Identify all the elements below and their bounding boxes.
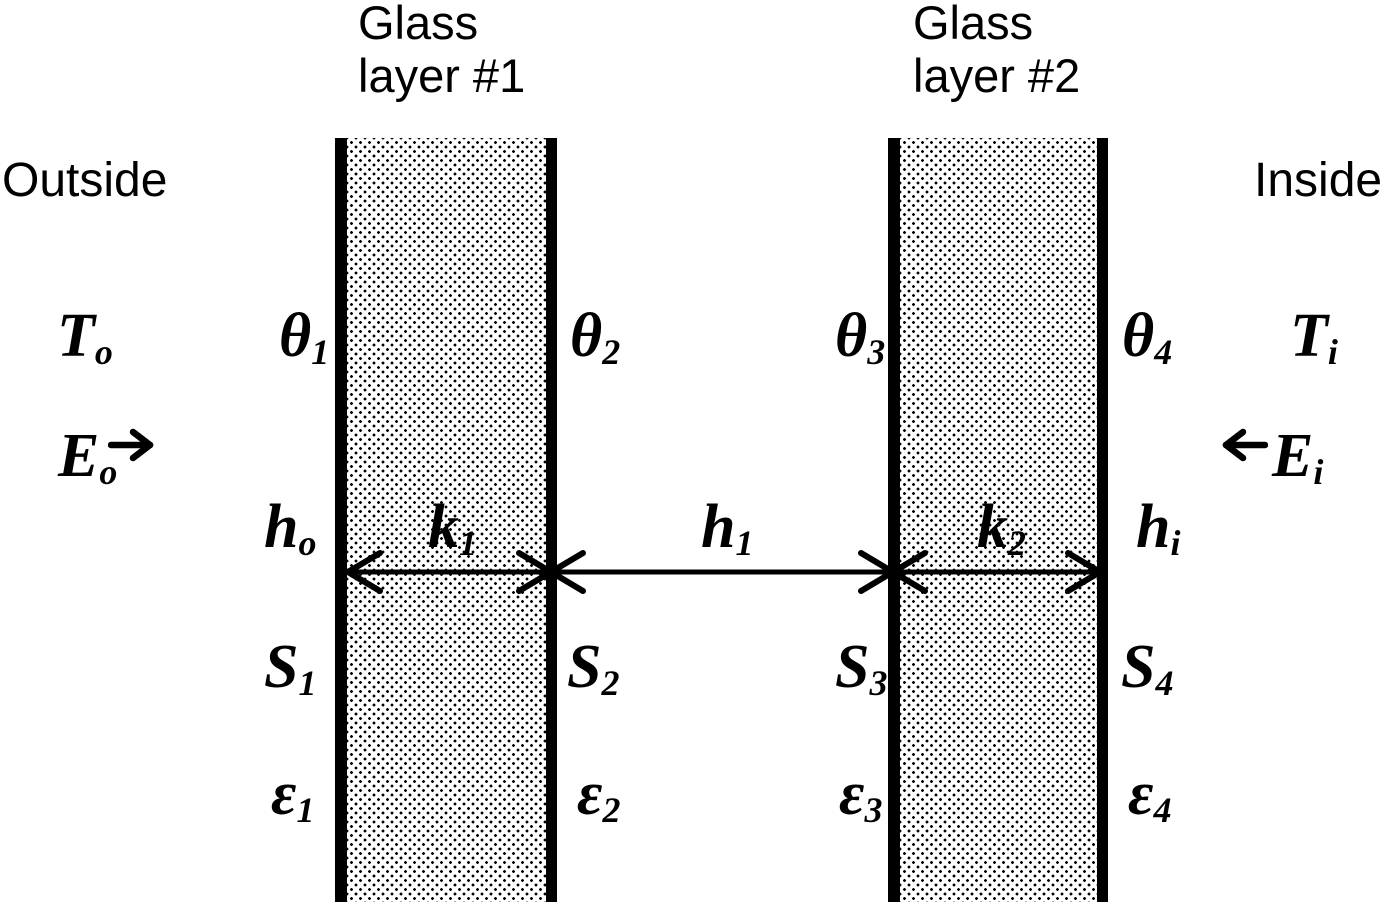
symbol-absorbed-solar-4: S4 bbox=[1121, 633, 1174, 703]
symbol-surface-temp-4: θ4 bbox=[1122, 302, 1173, 372]
symbol-gap-conductance: h1 bbox=[701, 493, 754, 563]
symbol-absorbed-solar-3: S3 bbox=[835, 633, 888, 703]
outside-label: Outside bbox=[2, 154, 168, 207]
glass-layer-1-slab bbox=[335, 138, 557, 902]
symbol-absorbed-solar-2: S2 bbox=[567, 633, 620, 703]
symbol-surface-temp-1: θ1 bbox=[279, 302, 330, 372]
symbol-emissivity-2: ε2 bbox=[577, 760, 621, 830]
symbol-outdoor-film-coefficient: ho bbox=[264, 493, 317, 563]
glass-layer-2-title: Glass layer #2 bbox=[913, 0, 1080, 102]
right-arrow-icon bbox=[108, 428, 154, 462]
inside-label: Inside bbox=[1254, 154, 1383, 207]
glass-layer-1-title-line2: layer #1 bbox=[358, 49, 526, 102]
symbol-emissivity-3: ε3 bbox=[839, 760, 883, 830]
glass-layer-1-title-line1: Glass bbox=[358, 0, 479, 49]
symbol-outdoor-temperature: To bbox=[57, 302, 113, 372]
symbol-conductivity-glass-2: k2 bbox=[977, 493, 1026, 563]
symbol-indoor-temperature: Ti bbox=[1290, 302, 1338, 372]
symbol-absorbed-solar-1: S1 bbox=[264, 633, 317, 703]
symbol-surface-temp-3: θ3 bbox=[835, 302, 886, 372]
glass-layer-2-slab bbox=[888, 138, 1108, 902]
symbol-indoor-film-coefficient: hi bbox=[1136, 493, 1181, 563]
symbol-conductivity-glass-1: k1 bbox=[428, 493, 477, 563]
symbol-outdoor-irradiance: Eo bbox=[58, 422, 118, 492]
left-arrow-icon bbox=[1222, 428, 1268, 462]
symbol-emissivity-4: ε4 bbox=[1128, 760, 1172, 830]
symbol-emissivity-1: ε1 bbox=[271, 760, 315, 830]
symbol-surface-temp-2: θ2 bbox=[570, 302, 621, 372]
glass-layer-2-title-line2: layer #2 bbox=[913, 49, 1081, 102]
symbol-indoor-irradiance: Ei bbox=[1272, 422, 1324, 492]
glass-layer-2-title-line1: Glass bbox=[913, 0, 1034, 49]
glass-layer-1-title: Glass layer #1 bbox=[358, 0, 525, 102]
